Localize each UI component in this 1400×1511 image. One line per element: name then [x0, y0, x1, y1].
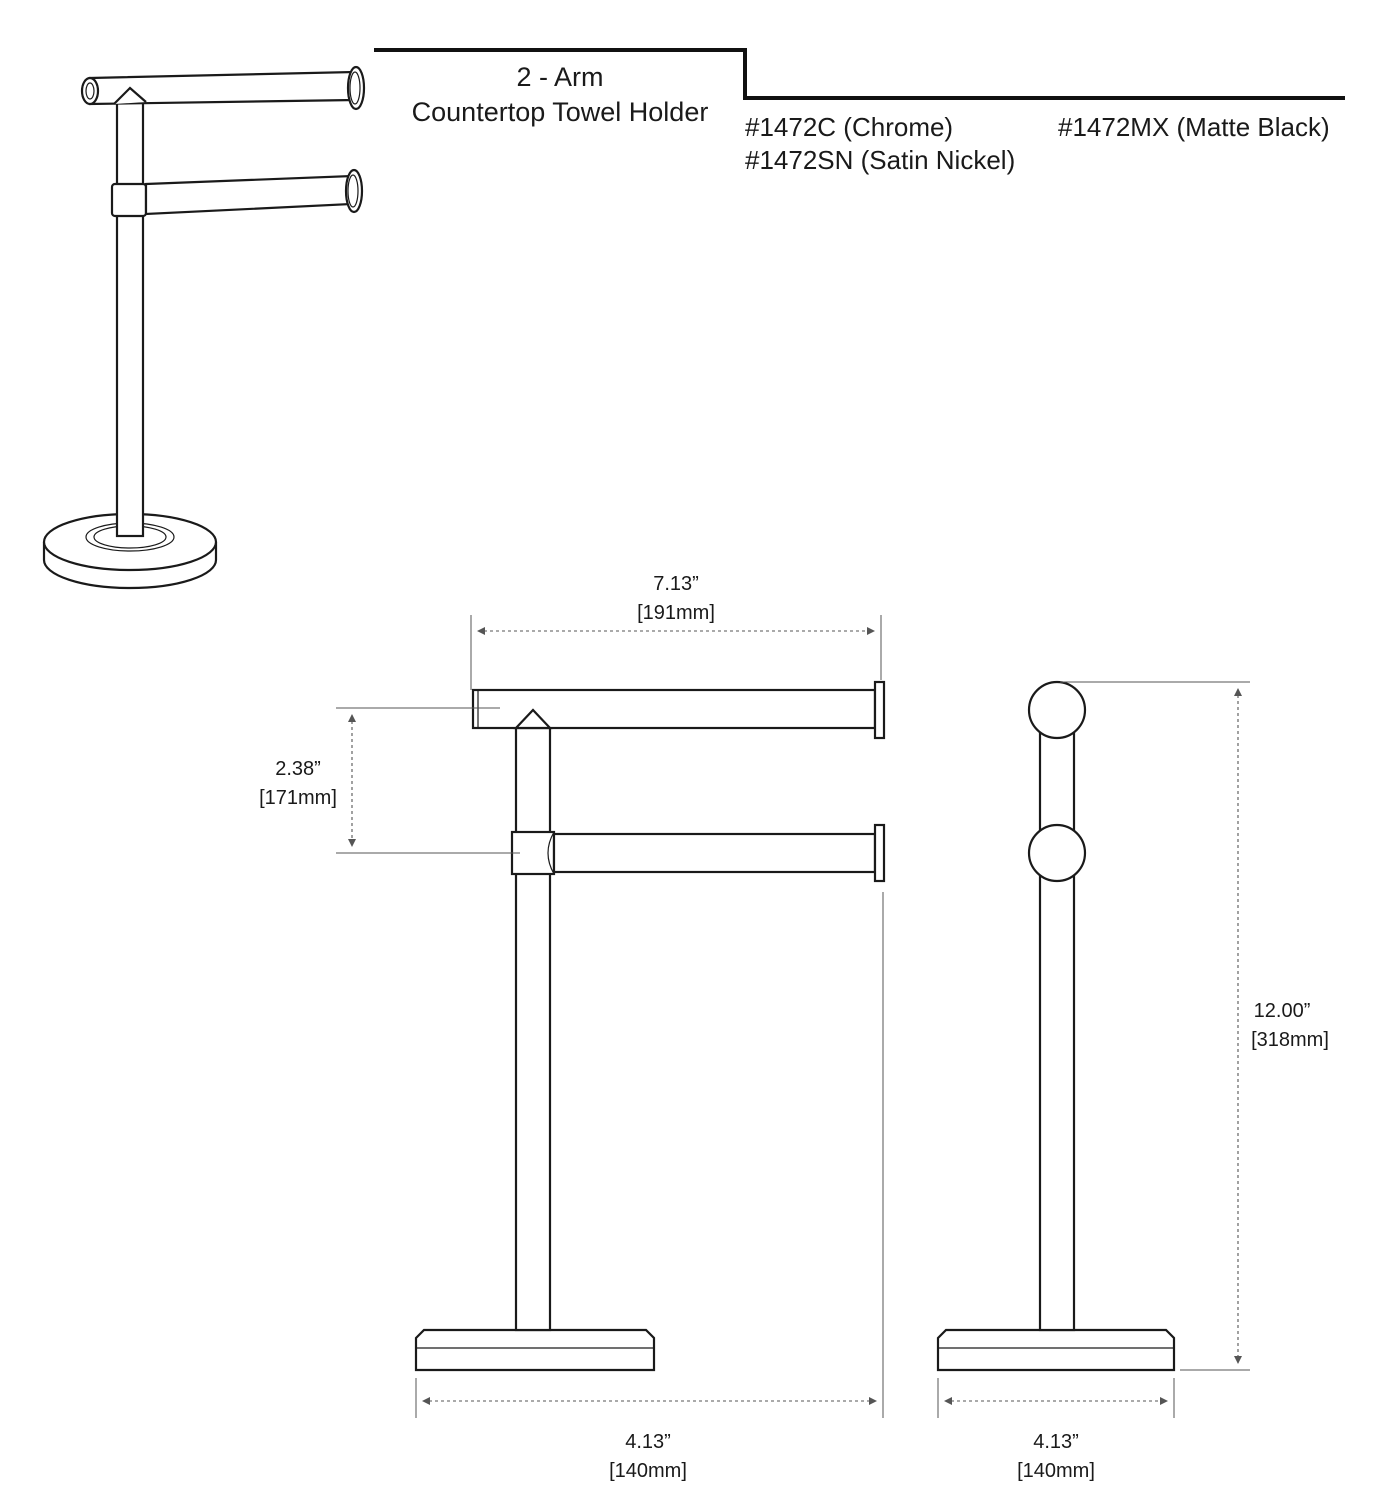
- side-view-drawing: [936, 680, 1176, 1372]
- isometric-view-drawing: [42, 65, 366, 590]
- front-view-drawing: [414, 680, 886, 1372]
- base-side-mm: [140mm]: [1017, 1460, 1095, 1482]
- product-title-line2: Countertop Towel Holder: [412, 97, 709, 127]
- dimension-arm-spacing: 2.38” [171mm]: [259, 707, 520, 854]
- dimension-base-front: 4.13” [140mm]: [415, 892, 884, 1482]
- arm-spacing-mm: [171mm]: [259, 787, 337, 809]
- dimension-arm-length: 7.13” [191mm]: [470, 573, 882, 690]
- base-side-in: 4.13”: [1033, 1431, 1079, 1453]
- height-in: 12.00”: [1254, 1000, 1311, 1022]
- dimension-base-side: 4.13” [140mm]: [937, 1378, 1175, 1482]
- model-chrome: #1472C (Chrome): [745, 112, 953, 142]
- arm-length-in: 7.13”: [653, 573, 699, 595]
- header-divider: [374, 48, 1345, 100]
- base-front-mm: [140mm]: [609, 1460, 687, 1482]
- height-mm: [318mm]: [1251, 1029, 1329, 1051]
- dimension-height: 12.00” [318mm]: [1060, 681, 1329, 1371]
- product-title-line1: 2 - Arm: [516, 62, 603, 92]
- base-front-in: 4.13”: [625, 1431, 671, 1453]
- model-matte-black: #1472MX (Matte Black): [1058, 112, 1330, 142]
- arm-length-mm: [191mm]: [637, 602, 715, 624]
- model-satin-nickel: #1472SN (Satin Nickel): [745, 145, 1015, 175]
- arm-spacing-in: 2.38”: [275, 758, 321, 780]
